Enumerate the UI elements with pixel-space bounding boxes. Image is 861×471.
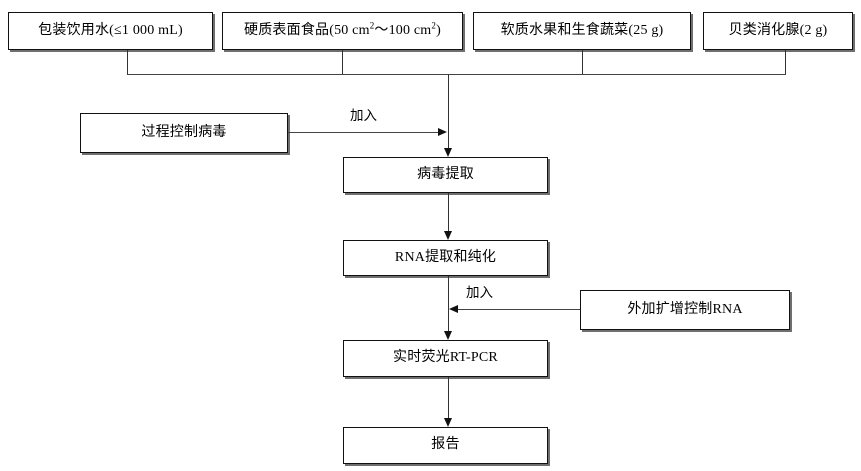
node-hard-surface-food[interactable]: 硬质表面食品(50 cm2～100 cm2) <box>222 12 463 50</box>
node-label: 过程控制病毒 <box>141 124 227 140</box>
node-process-control-virus[interactable]: 过程控制病毒 <box>80 113 288 153</box>
arrowhead-to-rna-extraction <box>443 231 452 240</box>
node-shellfish-gland[interactable]: 贝类消化腺(2 g) <box>703 12 853 50</box>
node-label: 病毒提取 <box>417 166 474 182</box>
node-soft-fruit-vegetable[interactable]: 软质水果和生食蔬菜(25 g) <box>473 12 691 50</box>
node-label: 软质水果和生食蔬菜(25 g) <box>500 22 664 38</box>
node-report[interactable]: 报告 <box>343 427 548 464</box>
node-label: RNA提取和纯化 <box>394 249 497 265</box>
connector-sample-bus <box>127 74 786 75</box>
node-label: 报告 <box>431 437 460 453</box>
node-label: 包装饮用水(≤1 000 mL) <box>38 22 183 38</box>
connector-virus-extraction-to-rna <box>448 193 449 232</box>
connector-amplification-rna-to-column <box>456 309 580 310</box>
connector-rna-to-rtpcr <box>448 276 449 332</box>
connector-drop-soft-fruit-vegetable <box>582 50 583 74</box>
edge-label-add-process-control: 加入 <box>350 108 377 123</box>
connector-rtpcr-to-report <box>448 377 449 419</box>
arrowhead-add-amplification-control <box>449 304 458 313</box>
arrowhead-add-process-control <box>438 127 447 136</box>
arrowhead-to-realtime-rt-pcr <box>443 331 452 340</box>
arrowhead-to-virus-extraction <box>443 148 452 157</box>
node-external-amplification-rna[interactable]: 外加扩增控制RNA <box>580 290 790 330</box>
node-rna-extraction[interactable]: RNA提取和纯化 <box>343 240 548 276</box>
connector-process-control-to-column <box>288 132 440 133</box>
connector-bus-to-virus-extraction <box>448 74 449 149</box>
node-label: 外加扩增控制RNA <box>627 301 743 317</box>
node-virus-extraction[interactable]: 病毒提取 <box>343 157 548 193</box>
arrowhead-to-report <box>443 418 452 427</box>
node-label: 实时荧光RT-PCR <box>393 350 498 366</box>
node-label: 贝类消化腺(2 g) <box>728 22 828 38</box>
edge-label-add-amplification-control: 加入 <box>466 285 493 300</box>
connector-drop-packaged-water <box>127 50 128 74</box>
connector-drop-shellfish-gland <box>785 50 786 74</box>
node-packaged-water[interactable]: 包装饮用水(≤1 000 mL) <box>8 12 213 50</box>
connector-drop-hard-surface-food <box>342 50 343 74</box>
node-realtime-rt-pcr[interactable]: 实时荧光RT-PCR <box>343 340 548 377</box>
node-label: 硬质表面食品(50 cm2～100 cm2) <box>244 20 441 38</box>
